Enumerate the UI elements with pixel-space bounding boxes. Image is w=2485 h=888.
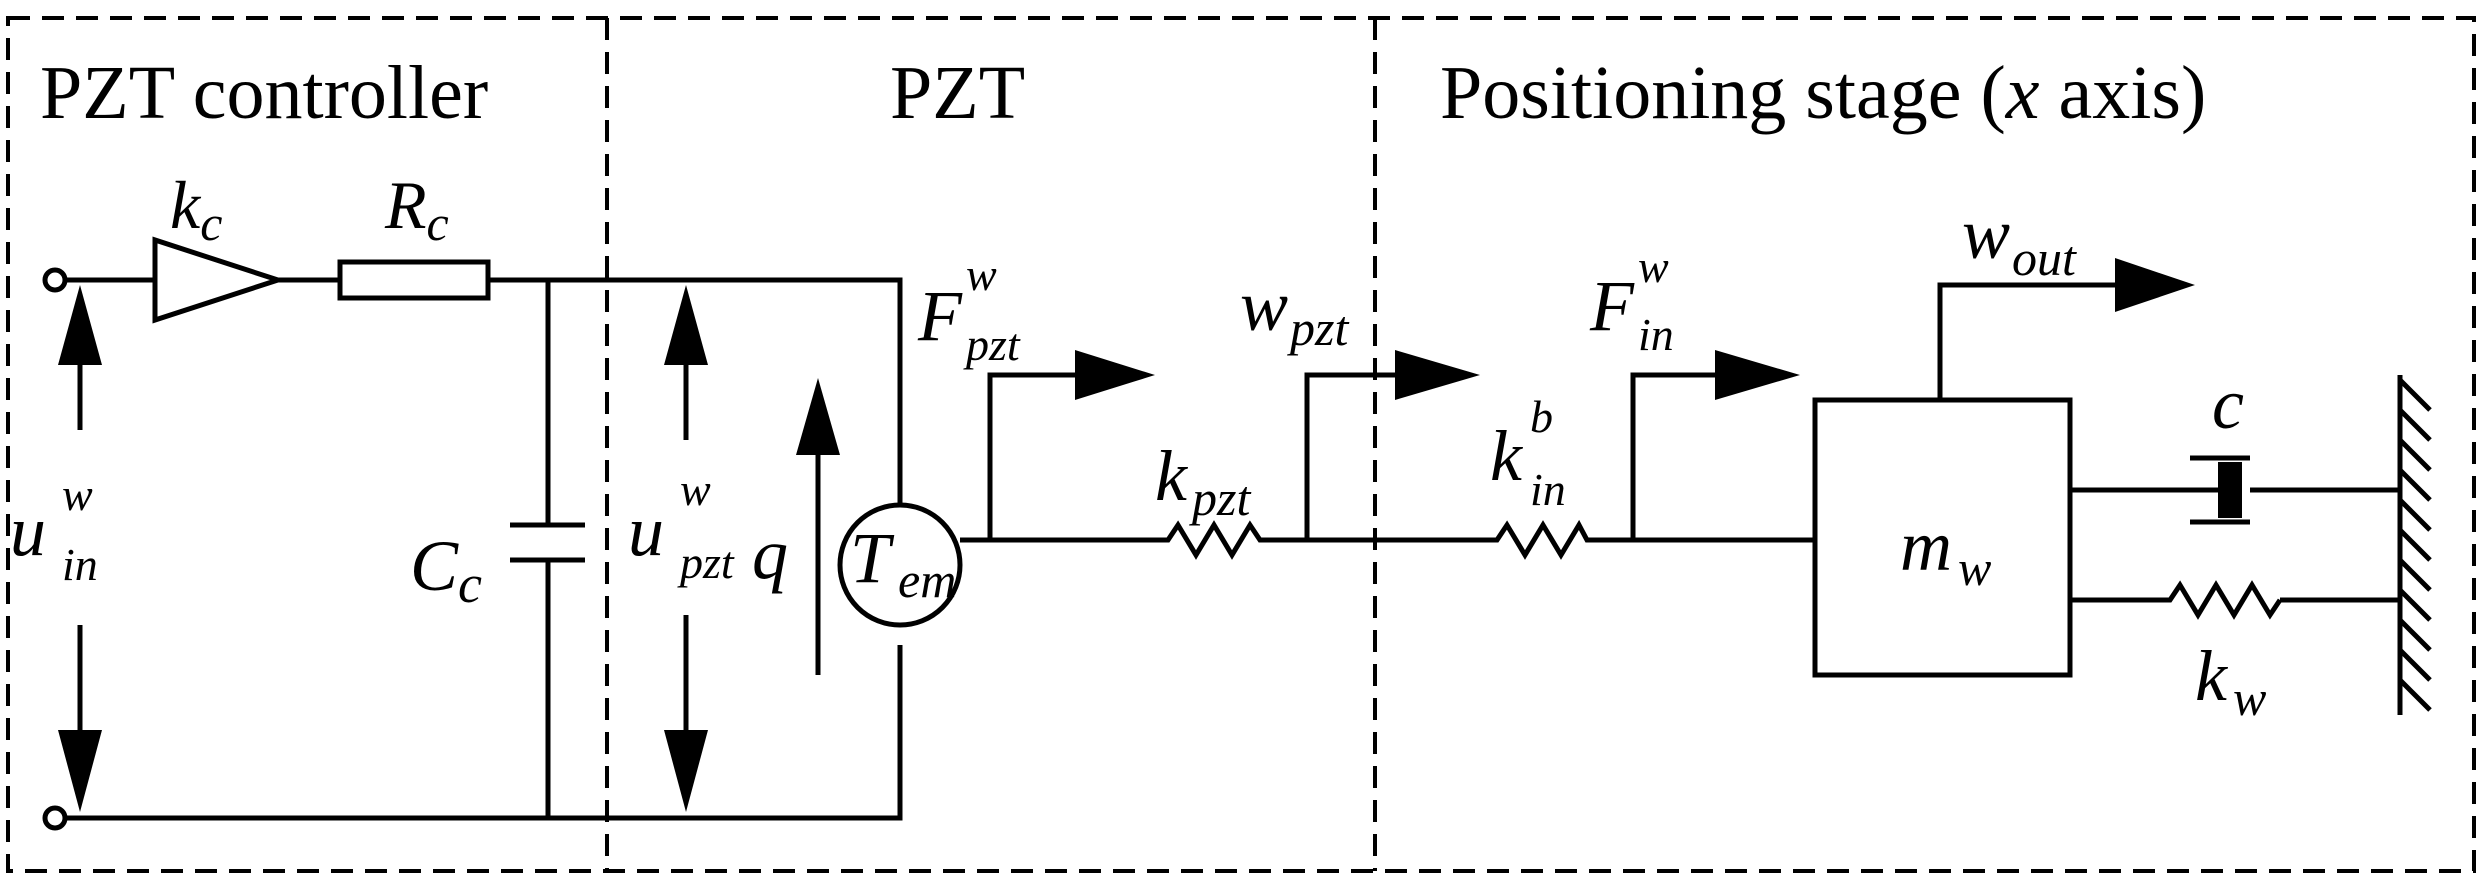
svg-text:out: out (2012, 230, 2077, 286)
svg-text:pzt: pzt (1189, 470, 1251, 526)
disp-wpzt-arrowhead (1395, 350, 1480, 400)
spring-kpzt (1160, 520, 1268, 560)
fixed-wall-hatching (2398, 378, 2432, 712)
svg-text:F: F (1589, 266, 1635, 346)
force-fin-arrow (1630, 372, 1720, 540)
svg-text:in: in (1530, 464, 1566, 515)
input-terminal-top (42, 267, 68, 293)
svg-text:u: u (628, 491, 664, 571)
svg-text:m: m (1900, 506, 1952, 586)
label-wout: w out (1962, 194, 2077, 286)
svg-text:in: in (62, 539, 98, 590)
svg-text:w: w (966, 249, 997, 300)
upzt-arrowhead-down (664, 730, 708, 812)
svg-text:pzt: pzt (677, 537, 735, 588)
svg-text:w: w (2233, 670, 2266, 726)
input-terminal-bottom (42, 805, 68, 831)
svg-text:k: k (2195, 636, 2229, 716)
transducer-tem (837, 502, 963, 628)
upzt-arrowhead-up (664, 285, 708, 365)
label-mw: m w (1900, 506, 1991, 596)
force-fpzt-arrow (987, 372, 1080, 540)
label-rc: Rc (384, 167, 449, 251)
gain-amplifier-kc (152, 236, 287, 324)
label-fin-w: F w in (1589, 241, 1674, 360)
svg-text:pzt: pzt (963, 319, 1021, 370)
svg-text:w: w (1638, 241, 1669, 292)
svg-text:F: F (917, 276, 963, 356)
resistor-rc (337, 259, 491, 301)
mass-block-mw (1812, 397, 2073, 678)
svg-text:u: u (10, 491, 46, 571)
label-kpzt: k pzt (1155, 436, 1251, 526)
damper-c-cup (2190, 455, 2250, 525)
label-kin-b: k b in (1490, 391, 1566, 515)
capacitor-cc (510, 280, 585, 818)
label-damper-c: c (2212, 364, 2244, 444)
svg-text:w: w (680, 464, 711, 515)
svg-text:pzt: pzt (1287, 300, 1349, 356)
force-fin-arrowhead (1715, 350, 1800, 400)
svg-text:k: k (1490, 416, 1524, 496)
uin-arrowhead-up (58, 285, 102, 365)
label-tem: T em (850, 518, 956, 608)
section-title-pzt-controller: PZT controller (40, 51, 488, 135)
label-kw: k w (2195, 636, 2266, 726)
svg-text:w: w (1962, 194, 2010, 274)
output-wout-arrow (1937, 282, 2120, 400)
uin-arrowhead-down (58, 730, 102, 812)
label-cc: Cc (410, 526, 482, 614)
spring-kw (2160, 580, 2283, 620)
q-arrowhead (796, 378, 840, 455)
label-q: q (752, 514, 788, 594)
svg-text:T: T (850, 518, 895, 598)
svg-text:w: w (1958, 540, 1991, 596)
svg-text:in: in (1638, 309, 1674, 360)
svg-text:b: b (1530, 391, 1553, 442)
label-uin-w: u w in (10, 469, 98, 590)
output-wout-arrowhead (2115, 258, 2195, 312)
svg-text:w: w (62, 469, 93, 520)
disp-wpzt-arrow (1304, 372, 1400, 540)
section-title-pzt: PZT (890, 51, 1025, 135)
section-title-positioning-stage: Positioning stage (x axis) (1440, 51, 2206, 135)
label-wpzt: w pzt (1240, 266, 1349, 356)
label-kc: kc (170, 167, 222, 251)
outer-dashed-frame (6, 16, 2476, 873)
wire-top-controller (65, 277, 903, 540)
label-fpzt-w: F w pzt (917, 249, 1021, 370)
wire-bottom (65, 645, 903, 821)
svg-text:w: w (1240, 266, 1288, 346)
svg-text:em: em (898, 552, 956, 608)
spring-kin-b (1487, 519, 1593, 560)
svg-text:k: k (1155, 436, 1189, 516)
force-fpzt-arrowhead (1075, 350, 1155, 400)
damper-c-piston (2218, 462, 2242, 518)
label-upzt-w: u w pzt (628, 464, 735, 588)
